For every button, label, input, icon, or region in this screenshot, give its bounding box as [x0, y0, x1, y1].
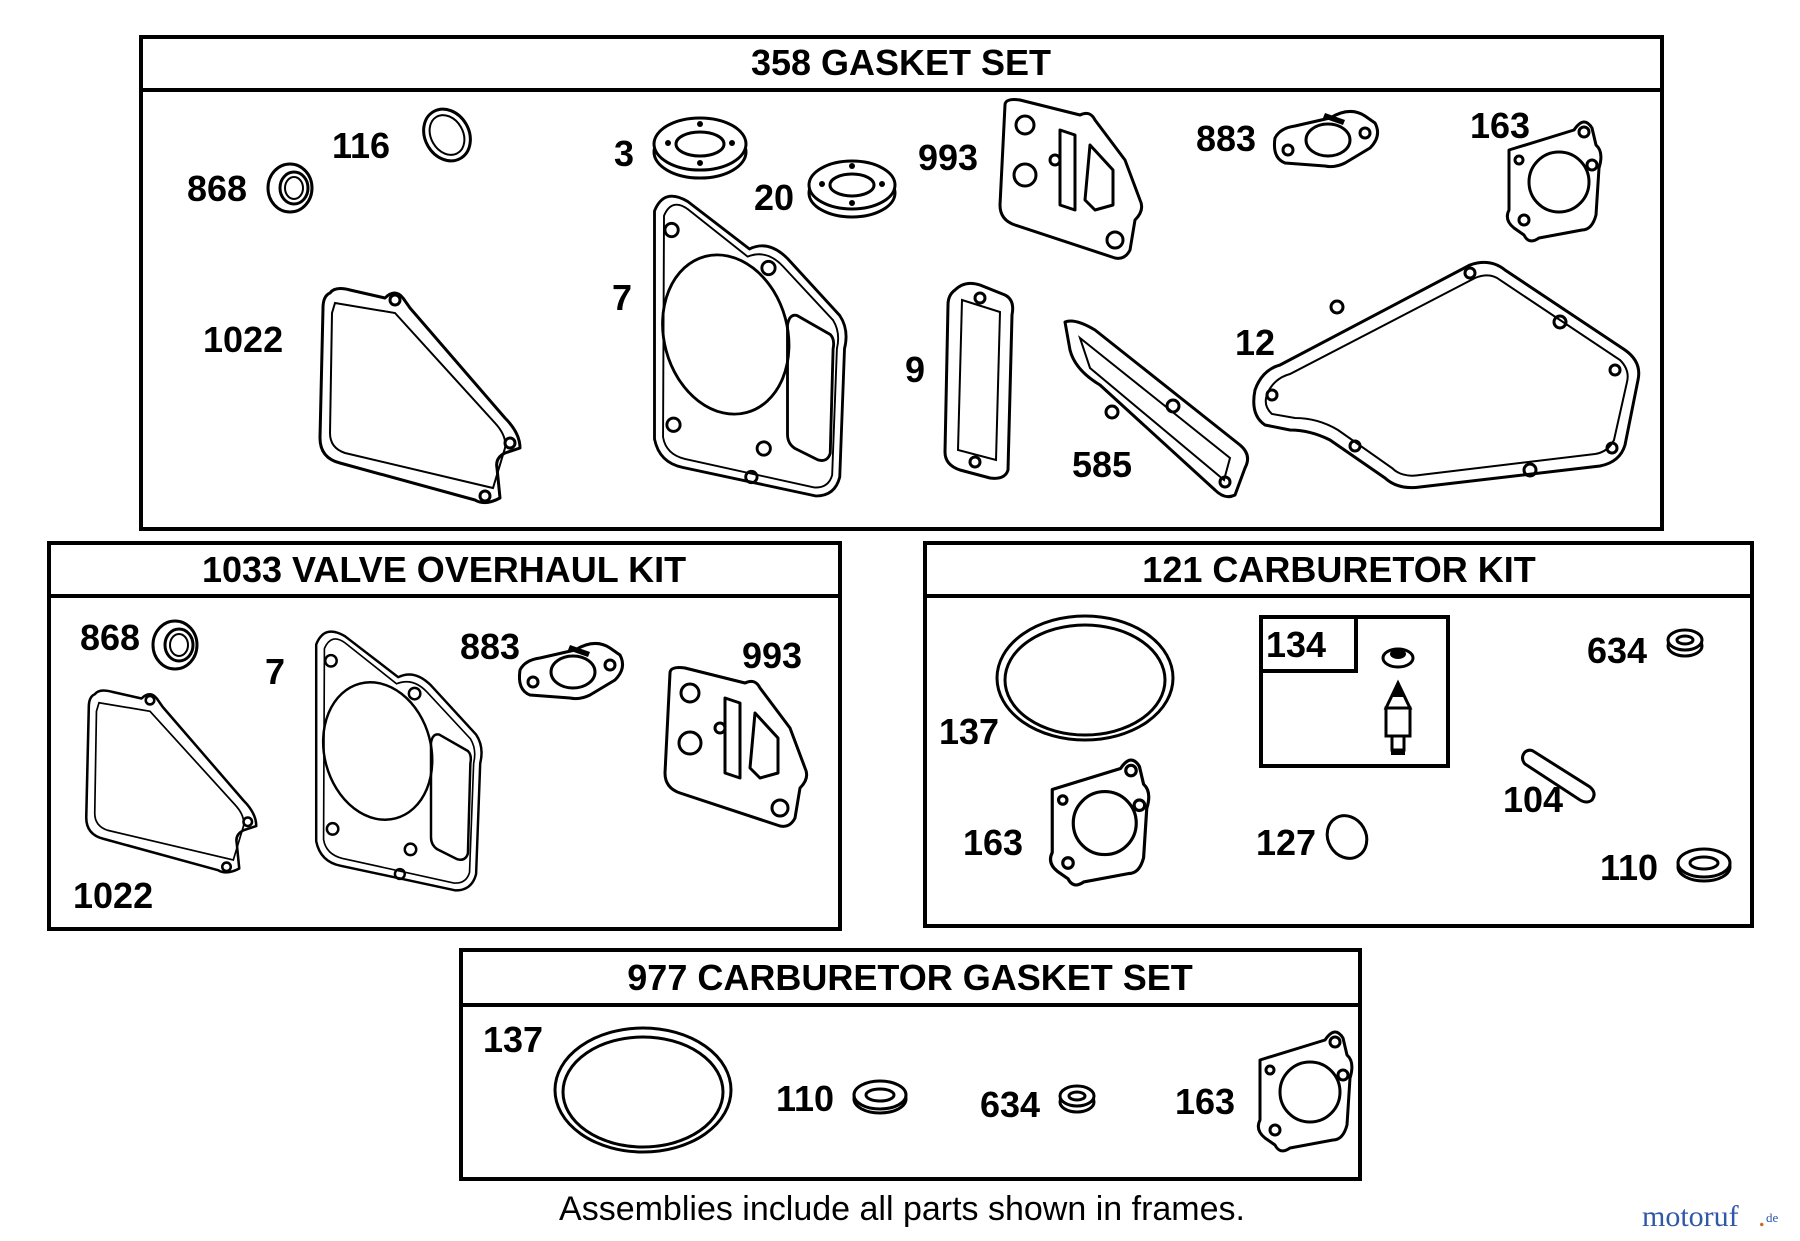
- label-163: 163: [1175, 1081, 1235, 1122]
- valve-kit-title: 1033 VALVE OVERHAUL KIT: [202, 549, 686, 590]
- watermark-tld: de: [1766, 1210, 1779, 1225]
- carb-kit-title: 121 CARBURETOR KIT: [1142, 549, 1535, 590]
- label-20: 20: [754, 177, 794, 218]
- label-993: 993: [918, 137, 978, 178]
- carb-kit-frame: 121 CARBURETOR KIT 134 137 634 104 163 1…: [923, 541, 1754, 928]
- seal-868-part: [151, 619, 199, 671]
- label-110: 110: [776, 1078, 834, 1119]
- seal-868-part: [266, 162, 314, 214]
- watermark-dot: .: [1758, 1200, 1766, 1233]
- plug-127-part: [1325, 814, 1369, 860]
- washer-634-part: [1058, 1084, 1096, 1114]
- gasket-set-title: 358 GASKET SET: [751, 42, 1051, 83]
- label-137: 137: [483, 1019, 543, 1060]
- label-163: 163: [963, 822, 1023, 863]
- label-116: 116: [332, 125, 390, 166]
- label-104: 104: [1503, 779, 1563, 820]
- float-needle-label-box: [1259, 615, 1358, 673]
- seal-20-part: [807, 159, 897, 219]
- label-634: 634: [1587, 630, 1647, 671]
- label-127: 127: [1256, 822, 1316, 863]
- label-585: 585: [1072, 444, 1132, 485]
- label-134: 134: [1266, 624, 1326, 665]
- watermark-name: motoruf: [1642, 1200, 1739, 1233]
- footnote: Assemblies include all parts shown in fr…: [559, 1190, 1245, 1228]
- label-993: 993: [742, 635, 802, 676]
- washer-110-part: [852, 1079, 908, 1115]
- sump-gasket-12-part: [1252, 260, 1641, 490]
- label-868: 868: [80, 617, 140, 658]
- seal-3-part: [652, 116, 748, 180]
- gasket-9-part: [943, 281, 1015, 480]
- label-7: 7: [612, 277, 632, 318]
- pin-104-part: [1521, 748, 1596, 804]
- valve-kit-frame: 1033 VALVE OVERHAUL KIT 868 7 883 993 10…: [47, 541, 842, 931]
- gasket-585-part: [1063, 319, 1250, 499]
- label-3: 3: [614, 133, 634, 174]
- float-needle-134-part: [1381, 647, 1415, 755]
- label-110: 110: [1600, 847, 1658, 888]
- washer-110-part: [1676, 847, 1732, 883]
- label-163: 163: [1470, 105, 1530, 146]
- gasket-set-frame: 358 GASKET SET: [139, 35, 1664, 531]
- washer-634-part: [1666, 628, 1704, 658]
- label-883: 883: [1196, 118, 1256, 159]
- label-1022: 1022: [203, 319, 283, 360]
- carb-gasket-set-frame: 977 CARBURETOR GASKET SET 137 110 634 16…: [459, 948, 1362, 1181]
- label-137: 137: [939, 711, 999, 752]
- carb-gasket-set-title: 977 CARBURETOR GASKET SET: [627, 957, 1192, 998]
- label-12: 12: [1235, 322, 1275, 363]
- label-9: 9: [905, 349, 925, 390]
- watermark-logo: motoruf . de: [1642, 1200, 1779, 1233]
- label-634: 634: [980, 1084, 1040, 1125]
- ring-116-part: [422, 107, 472, 163]
- label-868: 868: [187, 168, 247, 209]
- label-7: 7: [265, 651, 285, 692]
- label-883: 883: [460, 626, 520, 667]
- label-1022: 1022: [73, 875, 153, 916]
